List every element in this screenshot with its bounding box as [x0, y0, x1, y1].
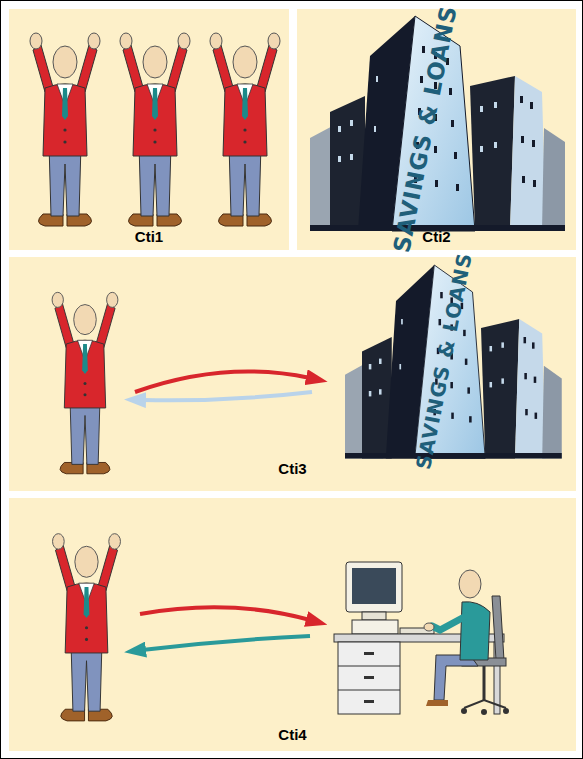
panel-box: Cti1 — [9, 9, 289, 250]
panel-caption: Cti3 — [9, 461, 576, 477]
flow-arrow — [142, 392, 312, 400]
panel-box: Cti2 — [297, 9, 576, 250]
illustration-part — [492, 596, 504, 660]
panel-caption: Cti2 — [297, 229, 576, 245]
illustration-part — [346, 562, 402, 612]
building-sign: SAVINGS & LOANS — [411, 250, 477, 471]
illustration-part — [462, 658, 506, 666]
illustration-part — [434, 655, 478, 700]
illustration-part — [481, 709, 487, 715]
illustration-part — [503, 708, 509, 714]
flow-arrow — [135, 372, 310, 392]
illustration-part — [400, 628, 434, 634]
illustration-part — [334, 634, 504, 642]
panel-box: Cti4 — [9, 498, 576, 751]
illustration-part — [424, 623, 434, 631]
illustration-part — [338, 666, 400, 667]
illustration-part — [459, 570, 481, 598]
panel-box: Cti3 — [9, 257, 576, 491]
building-sign: SAVINGS & LOANS — [388, 3, 461, 255]
illustration-part — [460, 602, 490, 660]
panel-caption: Cti1 — [9, 229, 289, 245]
illustration-part — [338, 642, 400, 714]
person-figure — [52, 292, 118, 473]
panel-caption: Cti4 — [9, 727, 576, 743]
illustration-part — [364, 700, 374, 703]
illustration-part — [426, 700, 448, 706]
illustration-part — [432, 616, 466, 630]
illustration-part — [483, 666, 486, 700]
illustration-part — [338, 690, 400, 691]
computer-workstation — [334, 562, 509, 715]
illustration-part — [464, 700, 506, 708]
flow-arrow — [140, 607, 310, 620]
illustration-part — [364, 676, 374, 679]
illustration-part — [461, 708, 467, 714]
person-figure — [53, 534, 121, 721]
illustration-part — [494, 642, 500, 714]
illustration-part — [352, 568, 396, 604]
illustration-part — [364, 652, 374, 655]
people-group — [30, 33, 280, 226]
illustration-part — [352, 620, 398, 634]
person-figure — [120, 33, 190, 226]
person-figure — [30, 33, 100, 226]
flow-arrow — [142, 636, 310, 650]
person-figure — [210, 33, 280, 226]
bank-building — [345, 265, 562, 459]
bank-building — [310, 16, 565, 231]
illustration-part — [362, 612, 386, 620]
